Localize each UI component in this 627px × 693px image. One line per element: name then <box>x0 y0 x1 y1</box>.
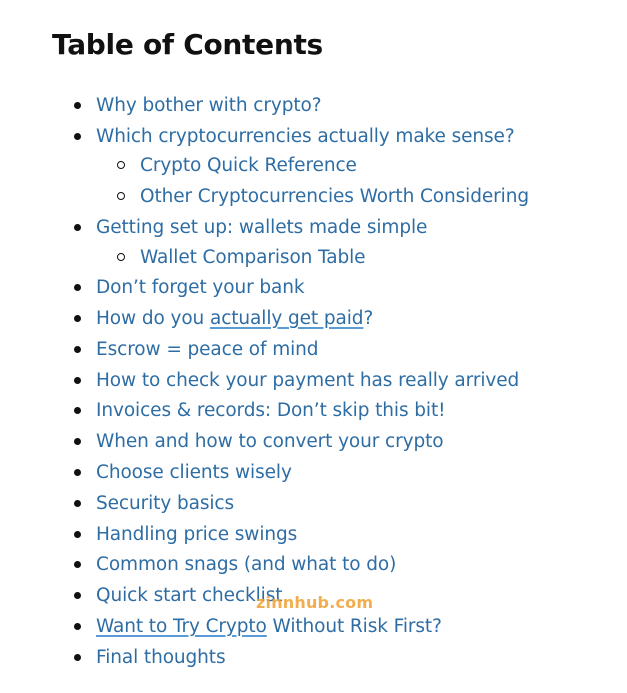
toc-link-get-paid-emphasis: actually get paid <box>209 308 364 329</box>
toc-link-escrow[interactable]: Escrow = peace of mind <box>96 339 319 360</box>
bullet-icon <box>74 377 81 384</box>
bullet-icon <box>74 500 81 507</box>
toc-link-getting-set-up[interactable]: Getting set up: wallets made simple <box>96 217 428 238</box>
bullet-icon <box>74 315 81 322</box>
toc-link-wallet-table[interactable]: Wallet Comparison Table <box>140 247 366 268</box>
toc-link-try-crypto[interactable]: Want to Try Crypto Without Risk First? <box>96 614 442 640</box>
bullet-icon <box>74 561 81 568</box>
bullet-icon <box>74 102 81 109</box>
bullet-icon <box>74 623 81 630</box>
toc-link-invoices[interactable]: Invoices & records: Don’t skip this bit! <box>96 400 446 421</box>
bullet-icon <box>74 284 81 291</box>
circle-bullet-icon <box>117 253 125 261</box>
toc-link-try-crypto-post: Without Risk First? <box>266 616 442 637</box>
toc-link-bank[interactable]: Don’t forget your bank <box>96 277 305 298</box>
toc-link-why-bother[interactable]: Why bother with crypto? <box>96 95 322 116</box>
bullet-icon <box>74 438 81 445</box>
toc-link-checklist[interactable]: Quick start checklist <box>96 585 283 606</box>
bullet-icon <box>74 224 81 231</box>
watermark-text: zinnhub.com <box>256 593 374 612</box>
bullet-icon <box>74 469 81 476</box>
toc-link-get-paid-post: ? <box>363 308 374 329</box>
bullet-icon <box>74 133 81 140</box>
toc-link-check-payment[interactable]: How to check your payment has really arr… <box>96 370 520 391</box>
circle-bullet-icon <box>117 192 125 200</box>
toc-title: Table of Contents <box>52 28 323 61</box>
toc-link-get-paid-pre: How do you <box>96 308 210 329</box>
toc-link-other-cryptos[interactable]: Other Cryptocurrencies Worth Considering <box>140 186 529 207</box>
toc-link-which-cryptos[interactable]: Which cryptocurrencies actually make sen… <box>96 126 515 147</box>
bullet-icon <box>74 407 81 414</box>
toc-link-get-paid[interactable]: How do you actually get paid? <box>96 306 373 332</box>
bullet-icon <box>74 654 81 661</box>
toc-link-common-snags[interactable]: Common snags (and what to do) <box>96 554 397 575</box>
toc-link-try-crypto-emphasis: Want to Try Crypto <box>96 616 267 637</box>
bullet-icon <box>74 346 81 353</box>
toc-link-final-thoughts[interactable]: Final thoughts <box>96 647 226 668</box>
toc-link-convert[interactable]: When and how to convert your crypto <box>96 431 444 452</box>
toc-link-quick-reference[interactable]: Crypto Quick Reference <box>140 155 357 176</box>
circle-bullet-icon <box>117 161 125 169</box>
bullet-icon <box>74 592 81 599</box>
toc-link-clients[interactable]: Choose clients wisely <box>96 462 292 483</box>
bullet-icon <box>74 531 81 538</box>
toc-link-security[interactable]: Security basics <box>96 493 235 514</box>
toc-link-price-swings[interactable]: Handling price swings <box>96 524 298 545</box>
